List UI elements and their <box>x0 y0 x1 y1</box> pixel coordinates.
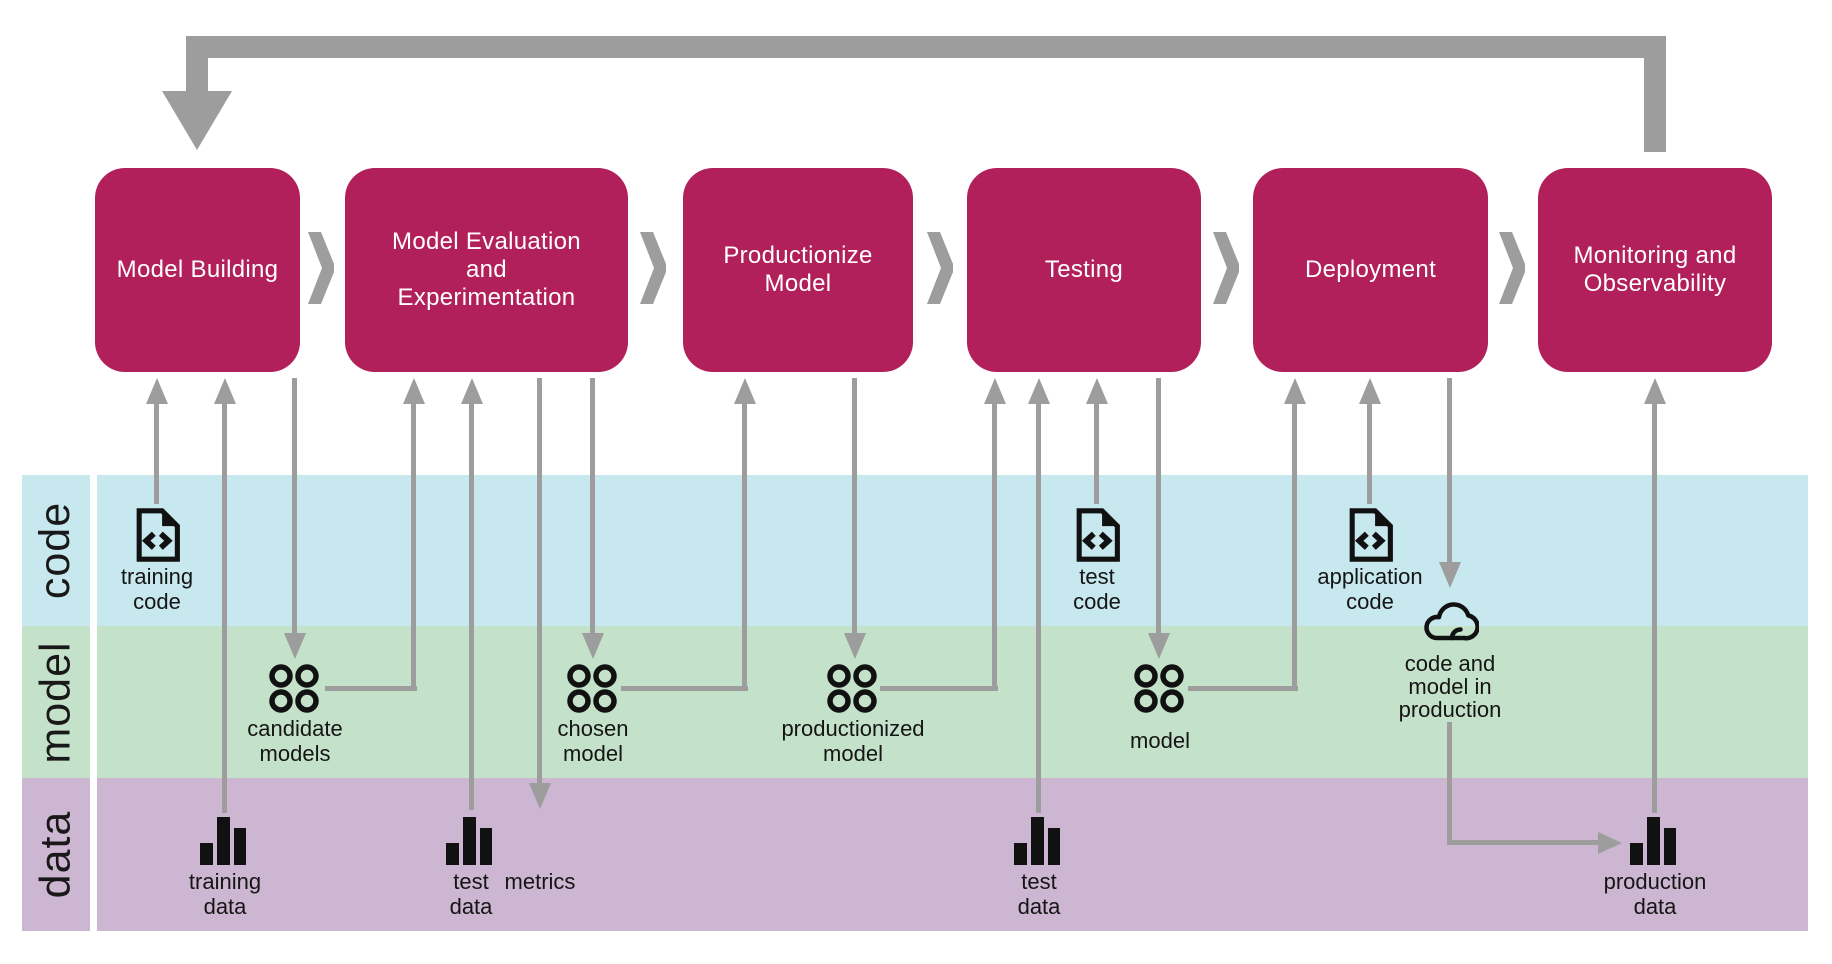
model-circles-icon <box>1134 664 1184 713</box>
arrow-head <box>844 633 866 659</box>
chevron-right-icon <box>1213 232 1239 304</box>
artifact-label-metrics: metrics <box>504 869 576 894</box>
lane-label-model-text: model <box>31 640 80 764</box>
artifact-label-test-data-testing: test data <box>1017 869 1061 919</box>
feedback-loop-top-bar <box>186 36 1666 58</box>
stage-label: Model Building <box>116 256 279 283</box>
arrow-shaft <box>852 378 857 633</box>
arrow-head <box>582 633 604 659</box>
lane-band-code <box>22 475 1808 626</box>
artifact-label-production-data: production data <box>1603 869 1707 919</box>
arrow-shaft <box>1447 378 1452 562</box>
artifact-label-application-code: application code <box>1317 564 1423 614</box>
stage-productionize-model: Productionize Model <box>683 168 913 372</box>
artifact-label-training-data: training data <box>188 869 262 919</box>
artifact-label-test-code: test code <box>1073 564 1121 614</box>
arrow-shaft <box>590 378 595 633</box>
lane-label-divider <box>90 475 97 931</box>
arrow-head <box>214 378 236 404</box>
lane-label-model: model <box>22 626 90 778</box>
artifact-label-productionized-model: productionized model <box>781 716 925 766</box>
artifact-label-chosen-model: chosen model <box>557 716 629 766</box>
lane-label-data: data <box>22 778 90 931</box>
arrow-shaft <box>992 402 997 691</box>
artifact-label-code-and-model-in-production: code and model in production <box>1398 651 1502 722</box>
chevron-right-icon <box>640 232 666 304</box>
stage-label: Model Evaluation and Experimentation <box>392 228 581 311</box>
arrow-head <box>1086 378 1108 404</box>
arrow-head <box>1359 378 1381 404</box>
arrow-shaft <box>292 378 297 633</box>
arrow-shaft <box>1447 840 1600 845</box>
arrow-shaft <box>154 402 159 504</box>
bar-chart-icon <box>200 817 246 865</box>
arrow-shaft <box>742 402 747 691</box>
stage-label: Monitoring and Observability <box>1573 242 1737 297</box>
arrow-shaft <box>325 686 417 691</box>
arrow-shaft <box>621 686 748 691</box>
feedback-loop-right-bar <box>1644 36 1666 152</box>
stage-model-evaluation-and-experimentation: Model Evaluation and Experimentation <box>345 168 628 372</box>
arrow-shaft <box>1156 378 1161 633</box>
arrow-head <box>1644 378 1666 404</box>
arrow-shaft <box>1292 402 1297 691</box>
arrow-shaft <box>880 686 998 691</box>
bar-chart-icon <box>446 817 492 865</box>
arrow-head <box>1598 832 1622 854</box>
artifact-label-training-code: training code <box>120 564 194 614</box>
stage-monitoring-and-observability: Monitoring and Observability <box>1538 168 1772 372</box>
feedback-loop-arrowhead <box>162 91 232 150</box>
arrow-shaft <box>537 378 542 783</box>
arrow-head <box>529 783 551 809</box>
arrow-head <box>146 378 168 404</box>
arrow-shaft <box>1036 402 1041 813</box>
stage-label: Productionize Model <box>723 242 873 297</box>
artifact-label-test-data-eval: test data <box>449 869 493 919</box>
arrow-shaft <box>469 402 474 810</box>
code-file-icon <box>1349 508 1393 562</box>
lane-label-data-text: data <box>31 810 80 899</box>
arrow-shaft <box>411 402 416 691</box>
bar-chart-icon <box>1630 817 1676 865</box>
arrow-head <box>1439 562 1461 588</box>
chevron-right-icon <box>927 232 953 304</box>
lane-band-model <box>22 626 1808 778</box>
model-circles-icon <box>567 664 617 713</box>
arrow-shaft <box>1188 686 1298 691</box>
arrow-head <box>1284 378 1306 404</box>
arrow-head <box>1148 633 1170 659</box>
arrow-shaft <box>1094 402 1099 504</box>
stage-label: Deployment <box>1304 256 1437 283</box>
arrow-shaft <box>1652 402 1657 813</box>
feedback-loop-left-bar <box>186 56 208 92</box>
chevron-right-icon <box>308 232 334 304</box>
lane-band-data <box>22 778 1808 931</box>
cloud-icon <box>1424 602 1479 641</box>
chevron-right-icon <box>1499 232 1525 304</box>
stage-model-building: Model Building <box>95 168 300 372</box>
arrow-shaft <box>222 402 227 813</box>
arrow-shaft <box>1367 402 1372 504</box>
arrow-head <box>734 378 756 404</box>
stage-label: Testing <box>1044 256 1124 283</box>
arrow-shaft <box>1447 722 1452 843</box>
artifact-label-model: model <box>1130 728 1190 753</box>
code-file-icon <box>136 508 180 562</box>
stage-testing: Testing <box>967 168 1201 372</box>
arrow-head <box>284 633 306 659</box>
artifact-label-candidate-models: candidate models <box>247 716 343 766</box>
arrow-head <box>403 378 425 404</box>
model-circles-icon <box>827 664 877 713</box>
stage-deployment: Deployment <box>1253 168 1488 372</box>
arrow-head <box>461 378 483 404</box>
arrow-head <box>984 378 1006 404</box>
arrow-head <box>1028 378 1050 404</box>
model-circles-icon <box>269 664 319 713</box>
bar-chart-icon <box>1014 817 1060 865</box>
code-file-icon <box>1076 508 1120 562</box>
